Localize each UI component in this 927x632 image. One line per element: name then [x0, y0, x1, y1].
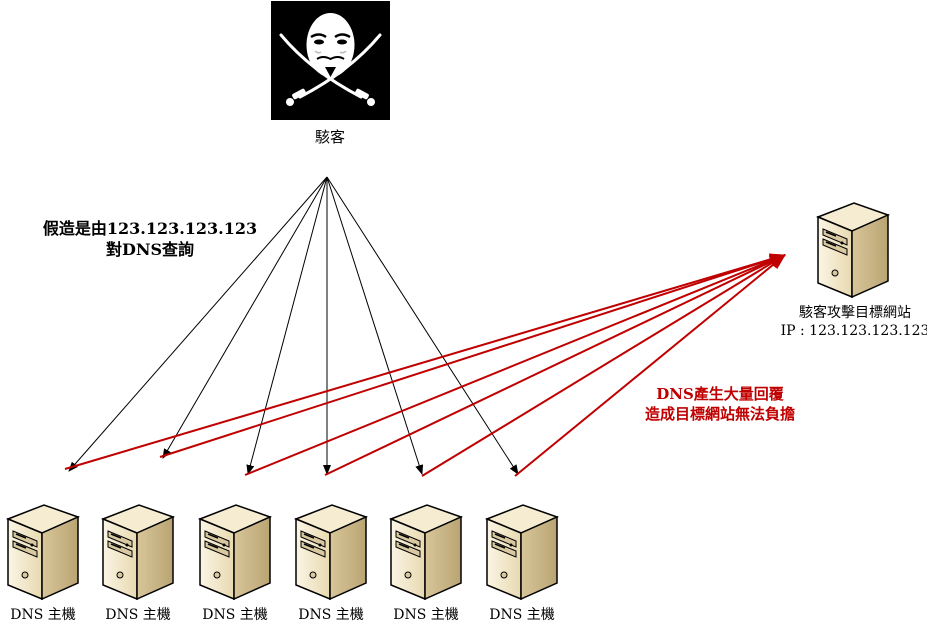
- query-line: [162, 176, 328, 459]
- response-line: [421, 254, 786, 477]
- hacker-caption: 駭客: [314, 128, 345, 146]
- dns-server-label: DNS 主機: [298, 607, 364, 623]
- response-lines: [64, 253, 786, 477]
- hacker-icon: [271, 1, 390, 120]
- dns-server-icon: [390, 504, 462, 600]
- response-line: [64, 253, 786, 470]
- dns-server-label: DNS 主機: [105, 607, 171, 623]
- dns-server-icon: [199, 504, 271, 600]
- dns-server-label: DNS 主機: [393, 607, 459, 623]
- dns-server-icon: [486, 504, 558, 600]
- target-server-icon: [817, 202, 889, 298]
- dns-server-label: DNS 主機: [202, 607, 268, 623]
- query-lines: [68, 176, 519, 475]
- response-line: [244, 254, 786, 476]
- dns-server-label: DNS 主機: [10, 607, 76, 623]
- dns-server-icon: [7, 504, 79, 600]
- query-line: [326, 176, 424, 475]
- dns-server-label: DNS 主機: [489, 607, 555, 623]
- target-ip: IP : 123.123.123.123: [780, 323, 927, 339]
- response-line: [159, 253, 786, 458]
- response-line: [514, 254, 786, 477]
- response-line: [324, 254, 786, 476]
- query-line: [68, 176, 328, 472]
- target-name: 駭客攻擊目標網站: [799, 305, 911, 321]
- dns-server-icon: [102, 504, 174, 600]
- spoof-note-line2: 對DNS查詢: [105, 240, 195, 259]
- amplify-note-line1: DNS產生大量回覆: [656, 385, 784, 403]
- spoof-note: 假造是由123.123.123.123 對DNS查詢: [40, 218, 260, 260]
- spoof-note-line1: 假造是由123.123.123.123: [42, 219, 258, 238]
- amplify-note: DNS產生大量回覆 造成目標網站無法負擔: [620, 384, 820, 424]
- dns-server-icon: [295, 504, 367, 600]
- amplify-note-line2: 造成目標網站無法負擔: [644, 405, 795, 423]
- query-line: [326, 176, 519, 475]
